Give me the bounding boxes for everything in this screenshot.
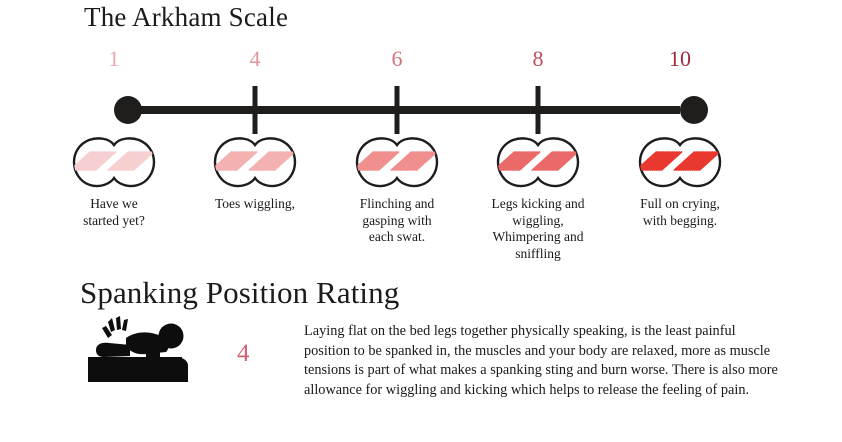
caption-line: Legs kicking and	[491, 196, 585, 211]
scale-number-1: 1	[108, 46, 120, 71]
scale-level-4: Toes wiggling,	[180, 136, 330, 213]
caption-line: Flinching and	[359, 196, 435, 211]
butt-cheeks-icon	[355, 137, 439, 188]
caption-line: each swat.	[368, 229, 426, 244]
person-lying-prone-on-bed-icon	[74, 314, 196, 387]
caption-line: with begging.	[642, 212, 718, 228]
scale-level-caption: Toes wiggling,	[180, 196, 330, 213]
caption-line: Toes wiggling,	[214, 196, 296, 211]
scale-number-row: 1 4 6 8 10	[0, 44, 842, 74]
scale-number-4: 4	[249, 46, 261, 71]
spanking-position-rating-section: Spanking Position Rating 4 Laying flat o…	[0, 272, 842, 442]
axis-tick-8	[535, 86, 541, 134]
axis-tick-6	[394, 86, 400, 134]
position-rating-title: Spanking Position Rating	[80, 275, 400, 310]
butt-cheeks-icon	[496, 137, 580, 188]
caption-line: Whimpering and	[492, 229, 584, 244]
position-rating-value: 4	[237, 340, 250, 367]
caption-line: Have we	[90, 196, 138, 211]
axis-endpoint-1	[114, 96, 142, 124]
butt-cheeks-icon	[638, 137, 722, 188]
scale-number-8: 8	[532, 46, 544, 71]
scale-level-10: Full on crying,with begging.	[605, 136, 755, 229]
scale-level-caption: Full on crying,with begging.	[605, 196, 755, 229]
scale-number-6: 6	[391, 46, 403, 71]
arkham-scale-title: The Arkham Scale	[84, 2, 289, 32]
butt-cheeks-icon	[213, 137, 297, 188]
scale-axis	[0, 86, 842, 134]
caption-line: Full on crying,	[640, 196, 720, 211]
caption-line: gasping with	[362, 212, 432, 228]
axis-tick-4	[252, 86, 258, 134]
caption-line: started yet?	[83, 212, 145, 228]
axis-endpoint-10	[680, 96, 708, 124]
butt-cheeks-icon	[72, 137, 156, 188]
scale-number-10: 10	[669, 46, 691, 71]
caption-line: wiggling,	[512, 212, 564, 228]
caption-line: sniffling	[515, 245, 561, 261]
position-description-text: Laying flat on the bed legs together phy…	[304, 323, 778, 398]
